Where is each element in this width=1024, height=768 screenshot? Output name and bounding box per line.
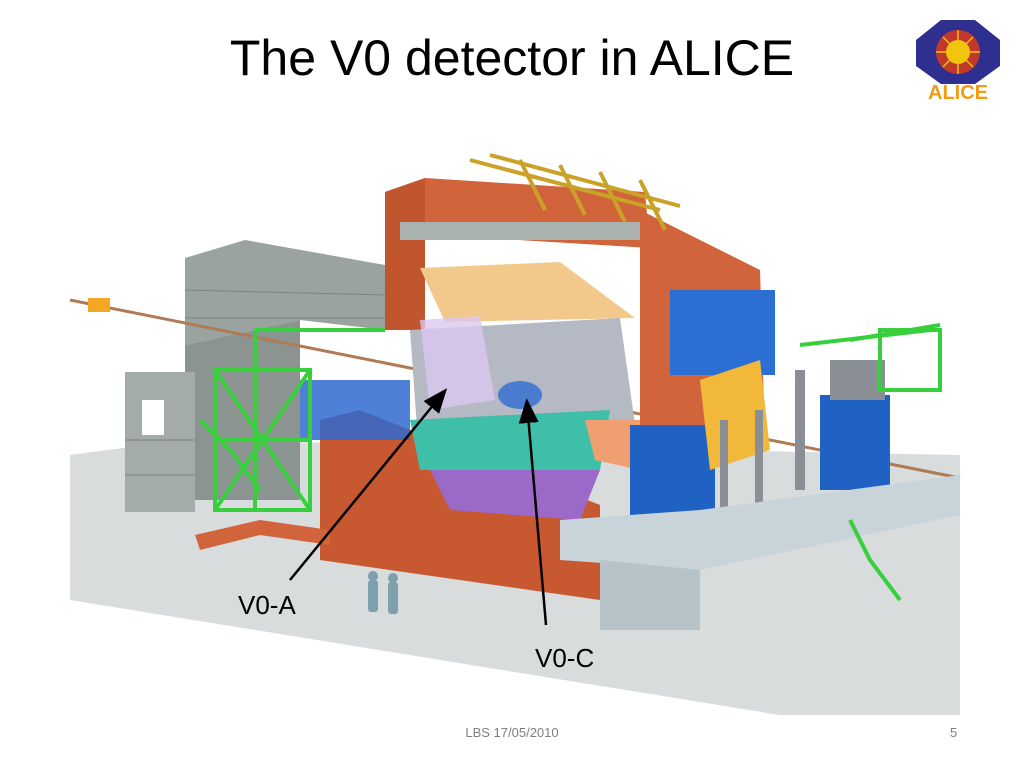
person-figure xyxy=(368,580,378,612)
tpc-ring xyxy=(410,410,610,470)
v0a-region xyxy=(420,316,495,410)
muon-platform xyxy=(560,475,960,570)
muon-filter-plate xyxy=(720,420,728,530)
right-stairs xyxy=(848,519,902,602)
v0c-label: V0-C xyxy=(535,643,595,673)
alice-detector-illustration xyxy=(69,153,961,715)
l3-magnet-yoke-left xyxy=(385,178,425,330)
muon-platform-front xyxy=(600,560,700,630)
person-figure-head xyxy=(368,571,378,581)
right-tower-frame xyxy=(878,328,942,392)
beam-element xyxy=(88,298,110,312)
person-figure xyxy=(388,582,398,614)
muon-dipole xyxy=(700,360,770,470)
dimuon-platform xyxy=(300,380,410,440)
shielding-block-window xyxy=(142,400,164,435)
left-stairs xyxy=(198,418,262,492)
muon-filter-plate xyxy=(795,370,805,490)
slide-title: The V0 detector in ALICE xyxy=(229,30,795,86)
central-vertex xyxy=(498,381,542,409)
slide-page-number: 5 xyxy=(950,725,958,740)
logo-text: ALICE xyxy=(928,82,988,102)
emcal-bottom xyxy=(430,470,600,520)
muon-filter-plate xyxy=(830,360,885,400)
muon-filter-plate xyxy=(755,410,763,525)
muon-absorber xyxy=(585,420,640,470)
shielding-block xyxy=(125,372,195,512)
alice-logo: ALICE xyxy=(916,20,1000,102)
person-figure-head xyxy=(388,573,398,583)
v0c-arrow xyxy=(518,398,548,626)
curved-rail xyxy=(195,520,330,550)
tof-trd-top xyxy=(420,262,635,322)
v0a-label: V0-A xyxy=(238,590,296,620)
magnet-crossbar xyxy=(400,222,640,240)
v0a-arrow xyxy=(289,388,448,581)
muon-chamber-1 xyxy=(630,425,715,515)
slide-footer: LBS 17/05/2010 xyxy=(465,725,559,740)
muon-chamber-3 xyxy=(820,395,890,490)
